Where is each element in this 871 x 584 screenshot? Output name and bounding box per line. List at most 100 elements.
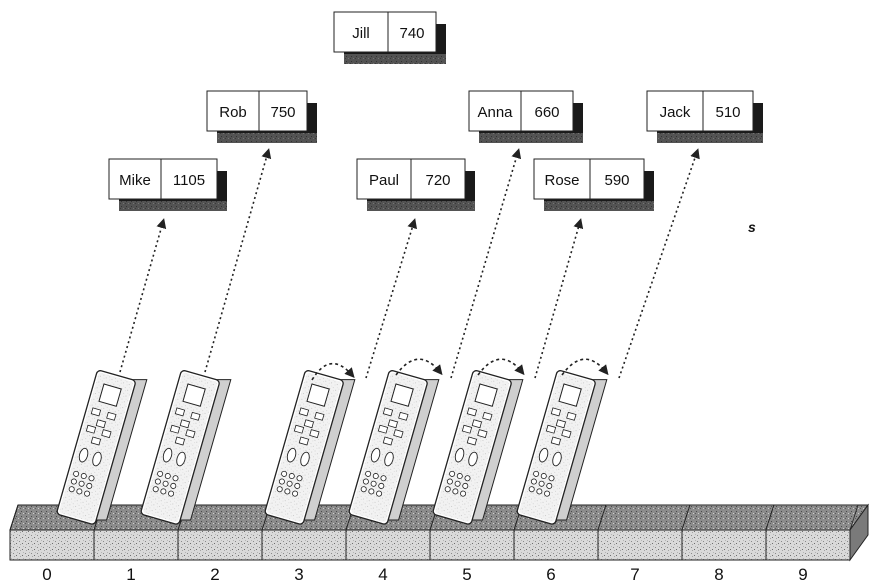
card-name-cell: [646, 90, 704, 132]
card-name-cell: [333, 11, 389, 53]
phone-keypad-dot: [530, 478, 537, 485]
phone-oval-button: [176, 451, 186, 467]
card-value: 510: [715, 104, 740, 121]
card-value: 1105: [173, 172, 205, 189]
swap-arrow: [477, 358, 525, 376]
phone-key: [309, 429, 320, 439]
slot-label-9: 9: [798, 565, 807, 584]
phone-keypad-dot: [365, 470, 372, 477]
record-card-jack: Jack 510: [646, 90, 763, 143]
card-shadow-texture: [657, 133, 763, 143]
phone-key: [298, 407, 310, 417]
phone-keypad-dot: [376, 490, 383, 497]
phone-keypad-dot: [68, 486, 75, 493]
phone-keypad-dot: [454, 480, 461, 487]
slot-divider: [9, 504, 19, 531]
stray-mark: s: [748, 219, 756, 235]
phone-screen: [558, 383, 582, 407]
phone-oval-button: [552, 451, 562, 467]
phone-keypad-dot: [70, 478, 77, 485]
phone-oval-button: [454, 447, 465, 463]
phone-keypad-dot: [80, 473, 87, 480]
slot-label-4: 4: [378, 565, 387, 584]
dotted-arrow: [450, 148, 522, 379]
slot-label-8: 8: [714, 565, 723, 584]
phone-keypad-dot: [152, 486, 159, 493]
phone-keypad-dot: [449, 470, 456, 477]
phone-key: [545, 424, 557, 434]
slot-6: [513, 529, 599, 561]
phone-key: [477, 429, 488, 439]
card-name: Jack: [660, 104, 691, 121]
phone-key: [190, 411, 201, 421]
phone-screen: [474, 383, 498, 407]
phone-keypad-dot: [281, 470, 288, 477]
phone-key: [482, 411, 493, 421]
phone-keypad-dot: [546, 482, 553, 489]
dotted-arrow: [365, 218, 418, 379]
swap-arrow: [395, 358, 443, 376]
phone-keypad-dot: [548, 475, 555, 482]
card-value: 660: [534, 104, 559, 121]
phone-keypad-dot: [296, 475, 303, 482]
card-value: 720: [425, 172, 450, 189]
card-value-cell: [258, 90, 308, 132]
dotted-arrow: [204, 148, 272, 373]
phone-keypad-dot: [78, 480, 85, 487]
phone-texture: [267, 372, 341, 522]
phone-screen: [182, 383, 206, 407]
phone-key: [466, 407, 478, 417]
phone-keypad-dot: [380, 475, 387, 482]
card-value: 590: [604, 172, 629, 189]
phone-keypad-dot: [88, 475, 95, 482]
phone-3: [348, 370, 440, 525]
phone-keypad-dot: [538, 480, 545, 487]
phone-0: [56, 370, 148, 525]
phone-key: [314, 411, 325, 421]
card-shadow-texture: [119, 201, 227, 211]
phone-oval-button: [92, 451, 102, 467]
phone-keypad-dot: [456, 473, 463, 480]
card-name: Anna: [477, 104, 513, 121]
phone-keypad-dot: [278, 478, 285, 485]
card-name: Mike: [119, 172, 151, 189]
phone-keypad-dot: [444, 486, 451, 493]
phone-texture: [435, 372, 509, 522]
card-name: Rose: [544, 172, 579, 189]
card-name: Rob: [219, 104, 247, 121]
phone-keypad-dot: [162, 480, 169, 487]
slot-top-7: [597, 504, 691, 531]
phone-key: [106, 411, 117, 421]
phone-oval-button: [538, 447, 549, 463]
phone-oval-button: [468, 451, 478, 467]
card-shadow-texture: [544, 201, 654, 211]
phone-key: [298, 436, 310, 446]
card-value-cell: [589, 158, 645, 200]
card-value-cell: [702, 90, 754, 132]
slot-label-3: 3: [294, 565, 303, 584]
card-shadow-texture: [217, 133, 317, 143]
phone-keypad-dot: [370, 480, 377, 487]
phone-keypad-dot: [154, 478, 161, 485]
phone-key: [303, 419, 315, 429]
slot-label-7: 7: [630, 565, 639, 584]
phones: [56, 370, 608, 525]
phone-keypad-dot: [172, 475, 179, 482]
phone-texture: [519, 372, 593, 522]
phone-key: [550, 407, 562, 417]
phone-key: [566, 411, 577, 421]
phone-keypad-dot: [168, 490, 175, 497]
phone-texture: [351, 372, 425, 522]
phone-keypad-dot: [86, 482, 93, 489]
phone-keypad-dot: [362, 478, 369, 485]
card-shadow-texture: [479, 133, 583, 143]
phone-5: [516, 370, 608, 525]
phone-keypad-dot: [533, 470, 540, 477]
phone-keypad-dot: [544, 490, 551, 497]
phone-key: [293, 424, 305, 434]
phone-key: [550, 436, 562, 446]
